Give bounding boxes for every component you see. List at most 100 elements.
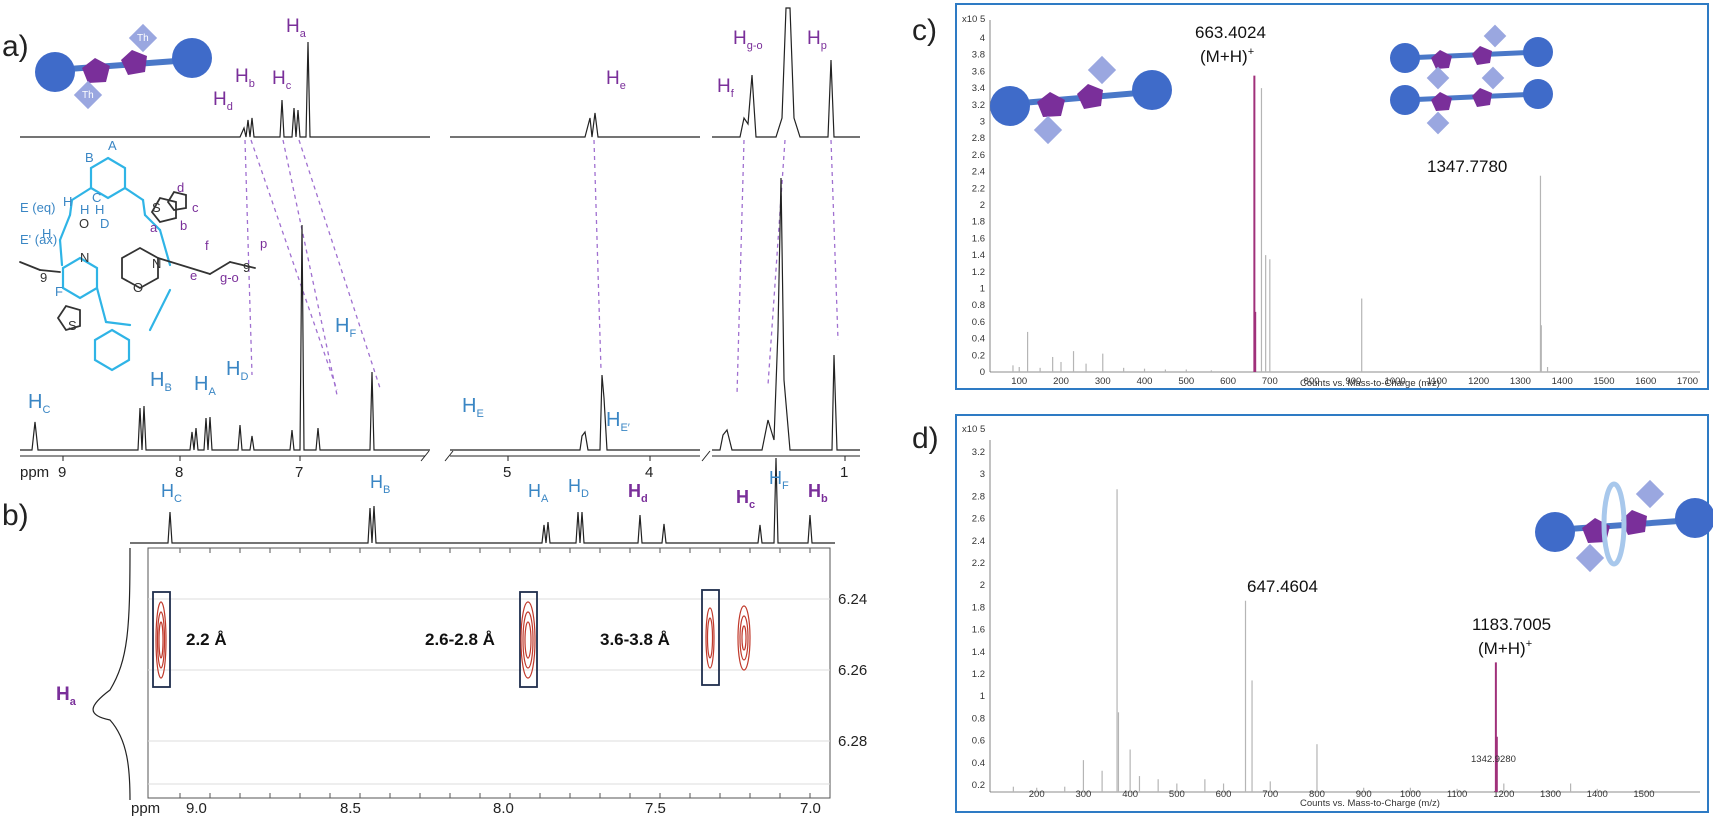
tick-a-1: 1 — [840, 464, 848, 481]
ms-c-ytick: 0 — [980, 367, 985, 378]
struct-label-H: H — [80, 202, 89, 217]
ms-d-ytick: 1.4 — [972, 647, 985, 658]
label-h-C: HC — [28, 391, 50, 416]
ms-c-ytick: 1 — [980, 284, 985, 295]
ms-c-ytick: 2.2 — [972, 183, 985, 194]
struct-label-H: H — [95, 202, 104, 217]
struct-label-d: d — [177, 180, 184, 195]
ms-d-xtick: 500 — [1169, 789, 1185, 800]
struct-label-B: B — [85, 150, 94, 165]
panel-a: a) Th Th Hd Hb Hc Ha He Hf Hg-o Hp — [2, 7, 860, 481]
ms-c-xtick: 1400 — [1552, 376, 1573, 387]
noesy-minor-ticks — [179, 548, 811, 798]
struct-label-O: O — [79, 216, 89, 231]
ms-d-peak-label-2: 1183.7005 — [1472, 615, 1551, 634]
ms-c-xtick: 1600 — [1635, 376, 1656, 387]
ms-d-xtick: 1500 — [1633, 789, 1654, 800]
ms-d-ytick: 0.2 — [972, 780, 985, 791]
noesy-top-spectrum — [130, 457, 835, 544]
ms-c-ytick: 2.8 — [972, 133, 985, 144]
panel-d: d) x10 5 3.232.82.62.42.221.81.61.41.210… — [912, 414, 1713, 813]
tick-b-8.5: 8.5 — [340, 800, 361, 817]
ppm-unit-b: ppm — [131, 800, 160, 817]
th-tag: Th — [137, 33, 149, 44]
ms-c-xtick: 1000 — [1385, 376, 1406, 387]
struct-label-p: p — [260, 236, 267, 251]
ms-c-ytick: 1.6 — [972, 233, 985, 244]
ms-d-xlabel: Counts vs. Mass-to-Charge (m/z) — [1300, 798, 1440, 809]
noesy-label-h-a: Ha — [56, 684, 77, 708]
label-h-E: HE — [462, 395, 484, 420]
ms-d-peak-label-2b: (M+H)+ — [1478, 638, 1532, 658]
struct-label-F: F — [55, 284, 63, 299]
struct-label-H: H — [42, 226, 51, 241]
rotaxane-cartoon-a: Th Th — [35, 23, 212, 110]
ms-d-ytick: 1.8 — [972, 602, 985, 613]
ms-c-xtick: 100 — [1011, 376, 1027, 387]
distance-label-2: 2.6-2.8 Å — [425, 630, 495, 649]
top-proton-labels: Hd Hb Hc Ha He Hf Hg-o Hp — [213, 16, 827, 113]
ms-c-ytick: 1.8 — [972, 217, 985, 228]
panel-d-label: d) — [912, 422, 939, 455]
ms-d-ytick: 0.6 — [972, 736, 985, 747]
noesy-top-labels: HC HB HA HD Hd Hc HF Hb — [161, 468, 828, 511]
ms-d-xtick: 400 — [1122, 789, 1138, 800]
ms-c-xlabel: Counts vs. Mass-to-Charge (m/z) — [1300, 378, 1440, 389]
ms-d-xtick: 1400 — [1587, 789, 1608, 800]
struct-label-9: 9 — [243, 260, 250, 275]
ms-c-xtick: 1100 — [1427, 376, 1447, 387]
tick-b-6.24: 6.24 — [838, 591, 867, 608]
tick-b-7.0: 7.0 — [800, 800, 821, 817]
panel-b-label: b) — [2, 499, 29, 532]
tick-b-9.0: 9.0 — [186, 800, 207, 817]
ppm-unit-a: ppm — [20, 464, 49, 481]
panel-c-label: c) — [912, 14, 937, 47]
ms-c-xtick: 400 — [1137, 376, 1153, 387]
ms-c-ytick: 2.4 — [972, 167, 985, 178]
tick-a-4: 4 — [645, 464, 653, 481]
dimer-cartoon-c — [1390, 24, 1553, 135]
struct-label-C: C — [92, 190, 101, 205]
ms-d-ytick: 3 — [980, 469, 985, 480]
bottom-spectrum — [20, 177, 860, 451]
ms-d-ytick: 1.6 — [972, 625, 985, 636]
ms-d-xtick: 800 — [1309, 789, 1325, 800]
distance-label-1: 2.2 Å — [186, 630, 227, 649]
crosspeak-box-h-D — [519, 591, 538, 688]
struct-label-a: a — [150, 220, 158, 235]
ms-d-ytick: 2.8 — [972, 491, 985, 502]
label-h-f: Hf — [717, 76, 735, 100]
rotaxane-cartoon-c — [990, 55, 1172, 145]
tick-a-9: 9 — [58, 464, 66, 481]
label-h-a: Ha — [286, 16, 307, 40]
ms-d-y-ticks: 3.232.82.62.42.221.81.61.41.210.80.60.40… — [972, 447, 985, 791]
tick-b-6.26: 6.26 — [838, 662, 867, 679]
tick-a-8: 8 — [175, 464, 183, 481]
ms-c-xtick: 1500 — [1593, 376, 1614, 387]
noesy-label-h-D: HD — [568, 476, 589, 500]
molecular-structure: B A C D E (eq) E' (ax) F a b c d e f p g… — [19, 138, 267, 372]
ms-d-xtick: 1200 — [1493, 789, 1514, 800]
panel-c-frame — [955, 3, 1709, 390]
ms-d-ytick: 0.8 — [972, 713, 985, 724]
noesy-left-spectrum — [92, 547, 131, 801]
ms-d-xtick: 600 — [1216, 789, 1232, 800]
label-h-d: Hd — [213, 89, 233, 113]
ms-c-ytick: 0.4 — [972, 334, 985, 345]
th-tag: Th — [82, 90, 94, 101]
crosspeak-box-h-F — [701, 589, 720, 686]
ms-c-xtick: 800 — [1304, 376, 1320, 387]
tick-a-5: 5 — [503, 464, 511, 481]
distance-label-3: 3.6-3.8 Å — [600, 630, 670, 649]
struct-label-b: b — [180, 218, 187, 233]
ms-c-y-ticks: 43.83.63.43.232.82.62.42.221.81.61.41.21… — [972, 33, 985, 378]
label-h-F: HF — [335, 315, 356, 340]
tick-b-7.5: 7.5 — [645, 800, 666, 817]
ms-d-xtick: 1100 — [1447, 789, 1467, 800]
top-spectrum — [20, 7, 860, 138]
panel-b: b) HC HB HA HD Hd Hc HF Hb Ha — [2, 457, 867, 817]
label-h-B: HB — [150, 369, 172, 394]
noesy-contours — [155, 601, 751, 679]
